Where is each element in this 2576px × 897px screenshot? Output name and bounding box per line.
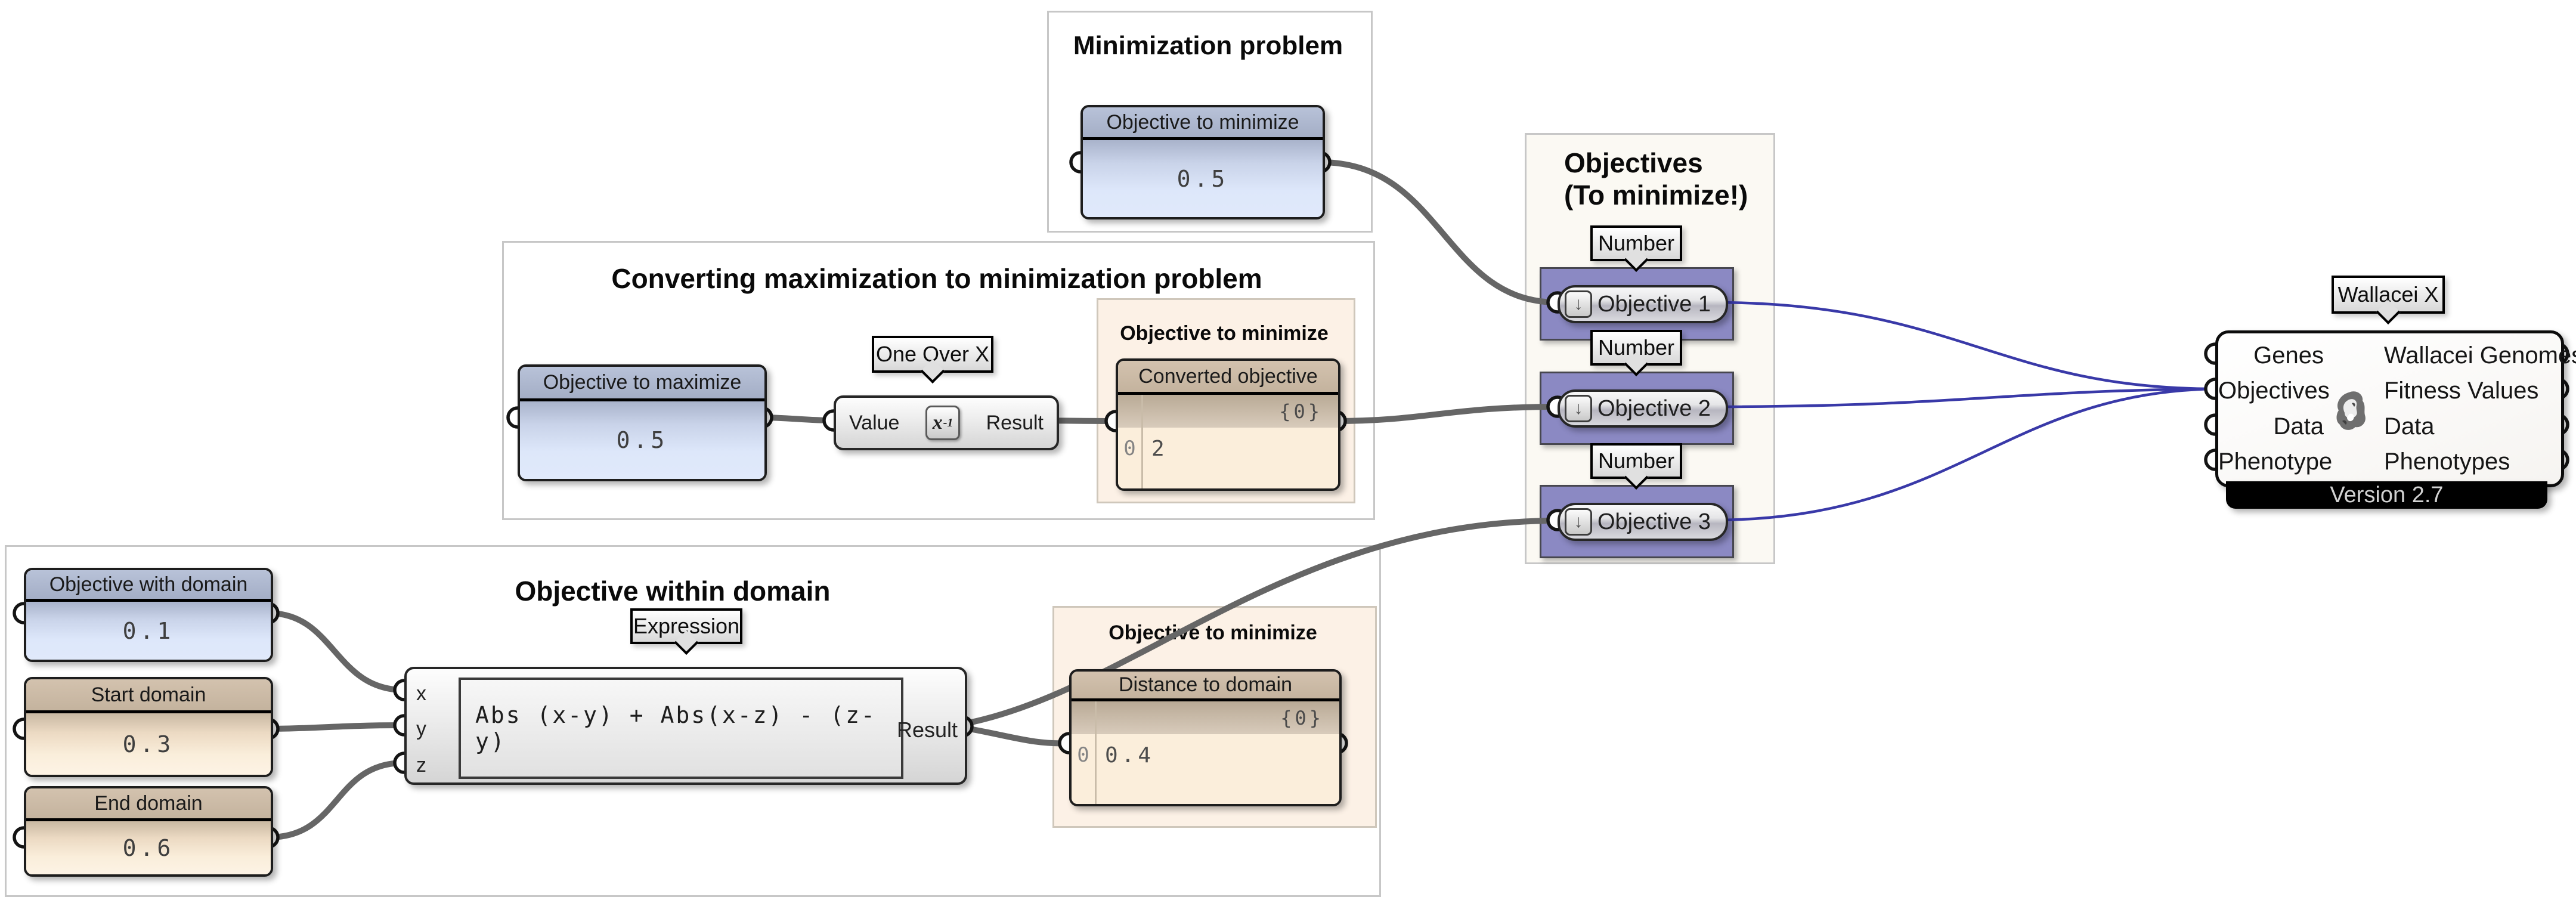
input-y-label[interactable]: y <box>416 717 426 740</box>
input-x-label[interactable]: x <box>416 682 426 705</box>
panel-header: Objective to minimize <box>1083 107 1323 140</box>
input-phenotype-label[interactable]: Phenotype <box>2218 448 2333 475</box>
component-wallacei-x[interactable]: Genes Objectives Data Phenotype Wallacei… <box>2215 330 2576 487</box>
data-path-badge: {0} <box>1118 395 1338 428</box>
output-result-label[interactable]: Result <box>986 411 1044 434</box>
wire-objective3-to-wallacei[interactable] <box>1711 387 2217 522</box>
expression-formula[interactable]: Abs (x-y) + Abs(x-z) - (z-y) <box>459 678 903 779</box>
wire-result-to-distance[interactable] <box>959 725 1072 747</box>
input-z-label[interactable]: z <box>416 754 426 777</box>
callout-one-over-x: One Over X <box>872 336 993 373</box>
wallacei-portrait-icon <box>2336 391 2366 430</box>
output-phenotypes-label[interactable]: Phenotypes <box>2384 448 2510 475</box>
group-objectives-title-line1: Objectives <box>1564 147 1703 178</box>
input-objectives-label[interactable]: Objectives <box>2218 378 2330 404</box>
panel-stream-body: {0} 0 0.4 <box>1072 701 1339 804</box>
input-data-label[interactable]: Data <box>2273 413 2324 440</box>
group-converting-inner-title: Objective to minimize <box>1120 322 1329 345</box>
group-minimization-title: Minimization problem <box>1073 31 1343 60</box>
panel-header: Distance to domain <box>1072 672 1339 701</box>
row-value: 0.4 <box>1105 743 1155 768</box>
panel-header: End domain <box>26 788 271 821</box>
param-label: Objective 1 <box>1597 291 1711 317</box>
panel-value: 0.6 <box>26 821 271 874</box>
wire-objective2-to-wallacei[interactable] <box>1711 387 2217 409</box>
group-objectives-title-line2: (To minimize!) <box>1564 180 1748 211</box>
one-over-x-icon: x-1 <box>925 406 961 440</box>
panel-header: Start domain <box>26 679 271 713</box>
param-objective-1[interactable]: ↓ Objective 1 <box>1558 285 1728 323</box>
output-wallacei-genomes-label[interactable]: Wallacei Genomes <box>2384 342 2576 369</box>
arrow-down-icon: ↓ <box>1565 508 1592 536</box>
callout-wallacei-x: Wallacei X <box>2332 276 2445 314</box>
output-data-label[interactable]: Data <box>2384 413 2435 440</box>
group-converting-title: Converting maximization to minimization … <box>611 263 1262 294</box>
input-value-label[interactable]: Value <box>849 411 900 434</box>
wire-domainobj-to-expression-x[interactable] <box>265 610 407 693</box>
group-within-domain-inner-title: Objective to minimize <box>1109 621 1317 644</box>
panel-header: Objective with domain <box>26 570 271 602</box>
callout-number-2: Number <box>1590 330 1682 366</box>
row-index: 0 <box>1123 437 1136 460</box>
component-one-over-x[interactable]: Value x-1 Result <box>834 395 1059 450</box>
panel-converted-objective[interactable]: Converted objective {0} 0 2 <box>1116 358 1340 491</box>
panel-distance-to-domain[interactable]: Distance to domain {0} 0 0.4 <box>1069 669 1342 806</box>
group-within-domain-title: Objective within domain <box>515 576 831 607</box>
row-value: 2 <box>1151 437 1168 461</box>
index-divider <box>1095 701 1097 804</box>
row-index: 0 <box>1077 743 1089 767</box>
panel-value: 0.1 <box>26 602 271 660</box>
callout-number-3: Number <box>1590 443 1682 479</box>
wire-minimize-to-objective1[interactable] <box>1317 159 1561 305</box>
arrow-down-icon: ↓ <box>1565 395 1592 422</box>
panel-value: 0.3 <box>26 713 271 775</box>
panel-stream-body: {0} 0 2 <box>1118 395 1338 488</box>
output-fitness-values-label[interactable]: Fitness Values <box>2384 378 2539 404</box>
panel-objective-to-minimize[interactable]: Objective to minimize 0.5 <box>1080 105 1325 219</box>
output-result-label[interactable]: Result <box>897 717 958 742</box>
wire-start-to-expression-y[interactable] <box>265 722 407 732</box>
wire-result-to-objective3[interactable] <box>959 518 1561 727</box>
panel-header: Converted objective <box>1118 361 1338 395</box>
param-label: Objective 3 <box>1597 509 1711 534</box>
data-path-badge: {0} <box>1072 701 1339 734</box>
panel-start-domain[interactable]: Start domain 0.3 <box>24 677 273 777</box>
wire-objective1-to-wallacei[interactable] <box>1711 301 2217 391</box>
wallacei-version-bar: Version 2.7 <box>2226 481 2547 509</box>
panel-end-domain[interactable]: End domain 0.6 <box>24 786 273 877</box>
wire-end-to-expression-z[interactable] <box>265 760 407 840</box>
panel-objective-with-domain[interactable]: Objective with domain 0.1 <box>24 568 273 662</box>
arrow-down-icon: ↓ <box>1565 290 1592 318</box>
callout-number-1: Number <box>1590 225 1682 261</box>
panel-value: 0.5 <box>1083 140 1323 217</box>
callout-expression: Expression <box>630 608 742 644</box>
panel-objective-to-maximize[interactable]: Objective to maximize 0.5 <box>518 364 767 481</box>
index-divider <box>1141 395 1143 488</box>
input-genes-label[interactable]: Genes <box>2253 342 2324 369</box>
param-objective-2[interactable]: ↓ Objective 2 <box>1558 389 1728 428</box>
component-expression[interactable]: x y z Abs (x-y) + Abs(x-z) - (z-y) Resul… <box>404 667 967 785</box>
wire-converted-to-objective2[interactable] <box>1333 404 1561 424</box>
param-label: Objective 2 <box>1597 395 1711 421</box>
panel-header: Objective to maximize <box>520 367 764 401</box>
panel-value: 0.5 <box>520 401 764 479</box>
param-objective-3[interactable]: ↓ Objective 3 <box>1558 503 1728 541</box>
